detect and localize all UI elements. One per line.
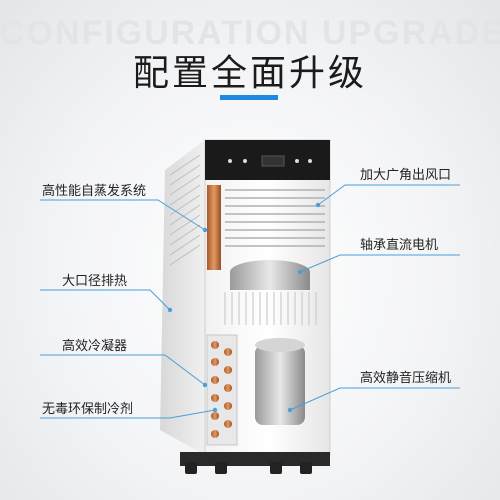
evaporator-fins	[225, 189, 325, 247]
label-evaporation-system: 高性能自蒸发系统	[42, 184, 147, 199]
condenser-coils	[211, 341, 232, 438]
label-heat-exhaust: 大口径排热	[62, 274, 128, 289]
control-buttons	[228, 159, 312, 163]
wheels	[185, 462, 312, 474]
display-window	[261, 155, 285, 167]
condenser-frame	[206, 334, 238, 446]
evaporator-copper	[207, 185, 221, 270]
motor-body	[230, 272, 310, 290]
label-refrigerant: 无毒环保制冷剂	[42, 402, 134, 417]
label-condenser: 高效冷凝器	[62, 339, 128, 354]
label-air-outlet: 加大广角出风口	[360, 168, 452, 183]
label-compressor: 高效静音压缩机	[360, 371, 452, 386]
fan-blades	[224, 292, 317, 325]
compressor	[255, 345, 305, 425]
label-dc-motor: 轴承直流电机	[360, 238, 439, 253]
page-title: 配置全面升级	[132, 53, 367, 94]
side-vents	[169, 154, 201, 266]
title-underline	[220, 95, 278, 100]
background-heading: CONFIGURATION UPGRADE	[0, 14, 500, 52]
compressor-top	[255, 338, 305, 352]
